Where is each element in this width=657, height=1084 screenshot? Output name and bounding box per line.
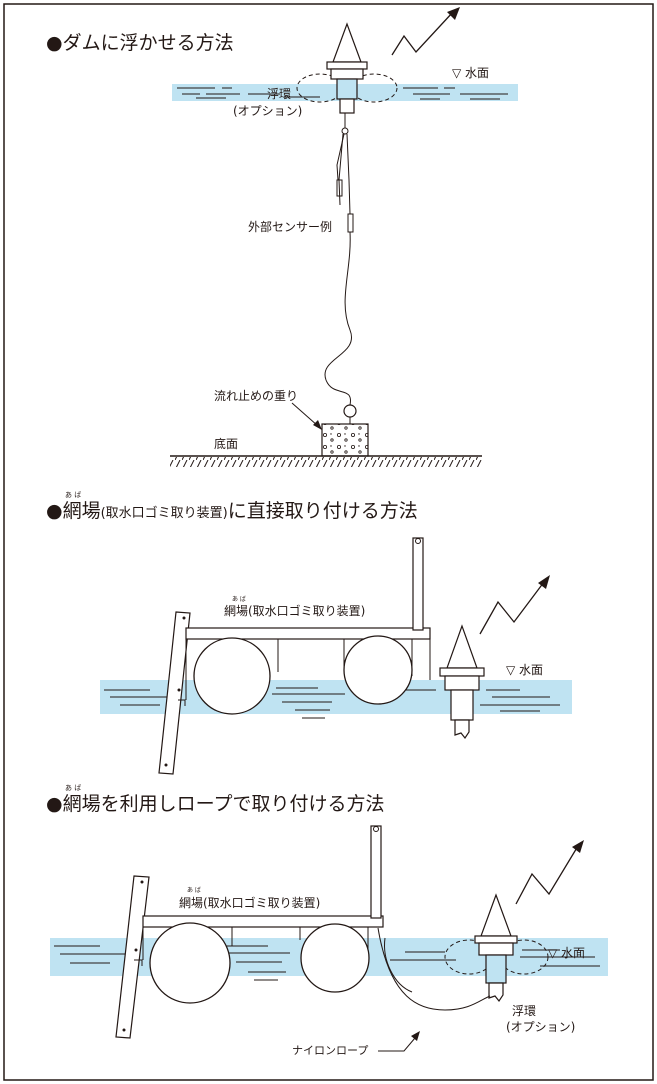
screen-ruby: あ ば (232, 596, 246, 603)
water-level-label: ▽ 水面 (506, 663, 544, 677)
heading-bullet: ● (46, 793, 63, 815)
section3-heading: ●網場を利用しロープで取り付ける方法 (46, 795, 384, 814)
signal-arrow (515, 845, 579, 905)
section-screen-direct (100, 537, 572, 775)
rope-label: ナイロンロープ (292, 1044, 369, 1057)
section-dam-float (170, 7, 518, 467)
float-drum (193, 637, 271, 715)
weight-ring (343, 404, 357, 418)
screen-label: 網場(取水口ゴミ取り装置) (179, 896, 321, 910)
buoy-device (474, 893, 518, 1003)
rope-pointer (378, 1037, 416, 1052)
float-ring-label: 浮環 (267, 87, 292, 101)
float-drum (300, 923, 370, 993)
water-ripples (104, 687, 560, 719)
buoy-device (326, 22, 368, 114)
float-drum (149, 922, 231, 1004)
weight-label: 流れ止めの重り (214, 389, 299, 403)
heading-ruby: あ ば (65, 491, 82, 499)
heading-rest: を利用しロープで取り付ける方法 (100, 793, 385, 815)
screen-frame (142, 915, 384, 928)
sensor-cable (324, 113, 354, 406)
ground-hatch (170, 457, 482, 467)
heading-ruby: あ ば (65, 784, 82, 792)
weight-block (321, 423, 369, 457)
heading-rest: に直接取り付ける方法 (227, 500, 418, 522)
weight-pointer (291, 402, 319, 427)
bottom-label: 底面 (214, 437, 239, 451)
nylon-rope (377, 927, 491, 1011)
external-sensor-label: 外部センサー例 (248, 220, 333, 234)
screen-ruby: あ ば (187, 887, 201, 894)
water-level-label: ▽ 水面 (548, 946, 586, 960)
signal-arrow (391, 11, 454, 56)
signal-arrow (479, 581, 545, 635)
heading-main: 網場 (62, 500, 101, 522)
float-option-label: (オプション) (233, 104, 303, 118)
float-drum (343, 635, 413, 705)
outer-border (3, 3, 654, 1081)
heading-paren: (取水口ゴミ取り装置) (100, 506, 228, 521)
float-ring-label: 浮環 (512, 1004, 537, 1018)
water-ripples (177, 87, 508, 100)
screen-ladder (158, 611, 191, 775)
section1-heading: ●ダムに浮かせる方法 (46, 32, 234, 54)
float-option-label: (オプション) (506, 1020, 576, 1034)
screen-frame (185, 627, 431, 640)
heading-main: 網場 (62, 793, 101, 815)
heading-bullet: ● (46, 500, 63, 522)
pole (370, 825, 382, 919)
screen-label: 網場(取水口ゴミ取り装置) (224, 604, 366, 618)
water-level-label: ▽ 水面 (452, 66, 490, 80)
pole (412, 537, 424, 631)
section2-heading: ●網場(取水口ゴミ取り装置)に直接取り付ける方法 (46, 502, 418, 521)
water-ripples (54, 945, 600, 981)
section-screen-rope (50, 825, 608, 1052)
screen-ladder (115, 875, 150, 1039)
buoy-device (439, 624, 485, 740)
